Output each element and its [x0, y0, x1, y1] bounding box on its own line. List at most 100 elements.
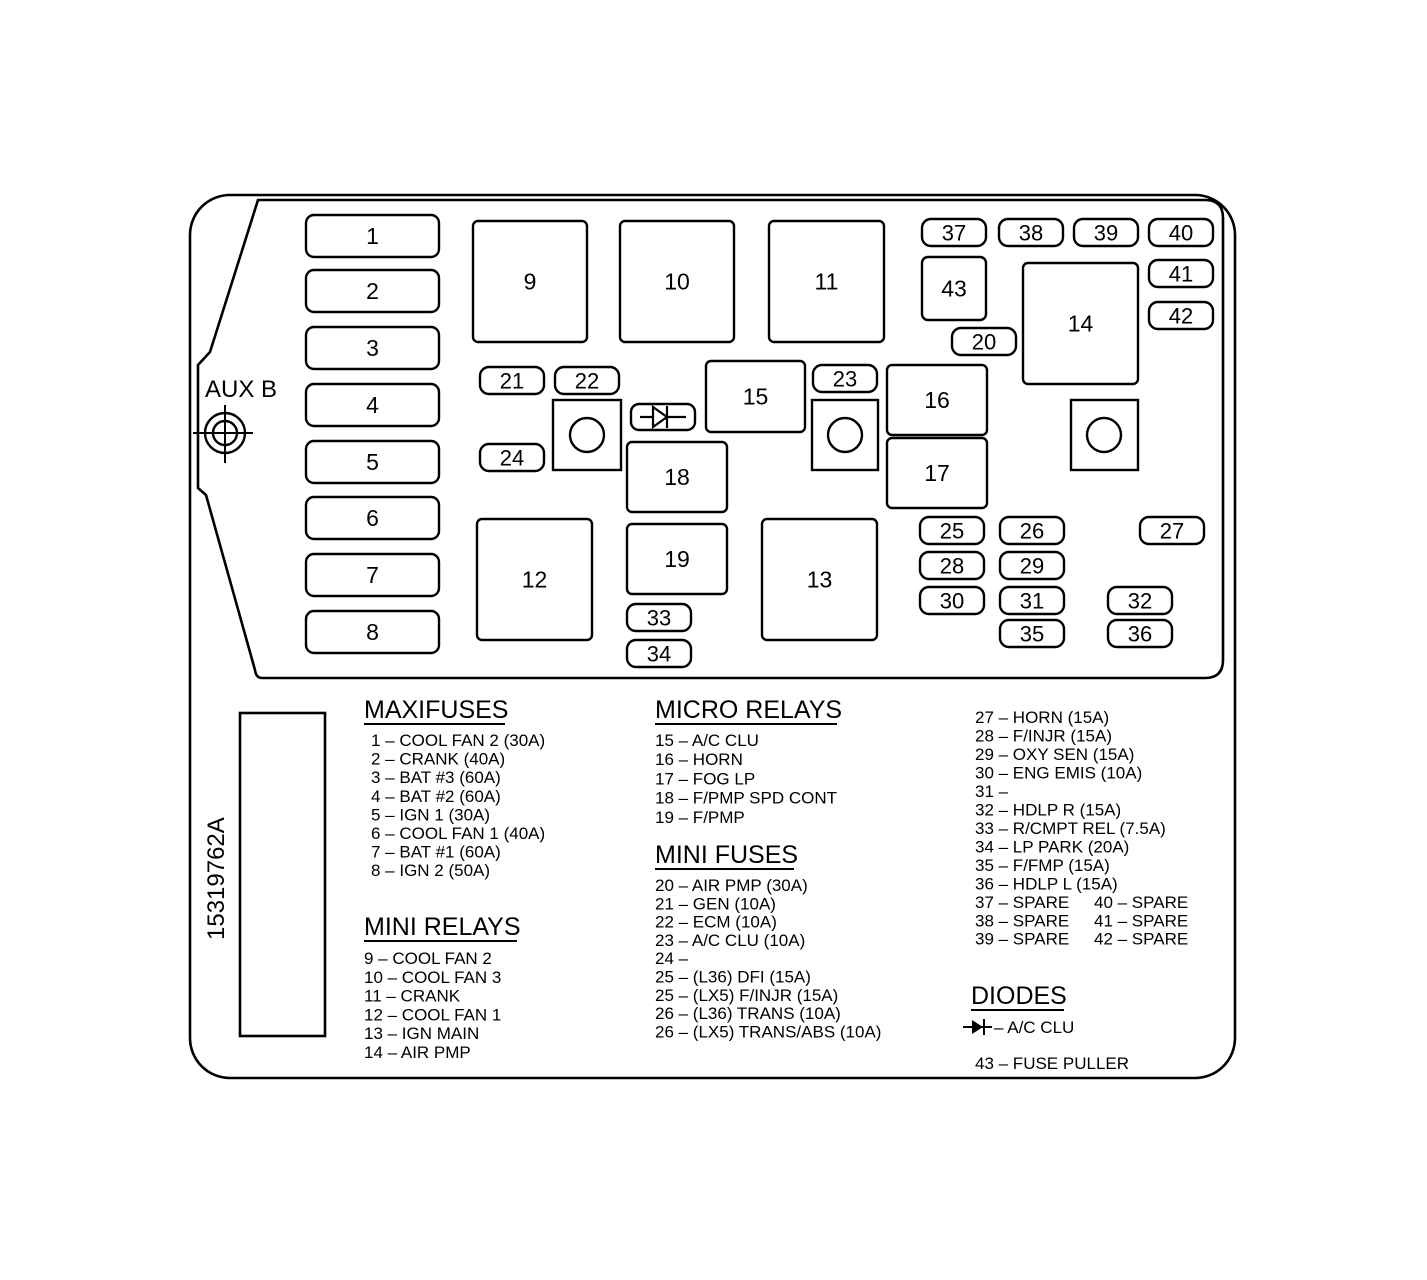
fuse-slot-body — [998, 585, 1066, 616]
fuse-slot-19: 19 — [625, 522, 729, 596]
fuse-slot-label: 31 — [1020, 589, 1044, 614]
fuse-slot-body — [918, 585, 986, 616]
fuse-slot-label: 13 — [807, 567, 833, 593]
fuse-slot-body — [1147, 258, 1215, 289]
mini-relays-heading: MINI RELAYS — [364, 913, 521, 941]
fuse-slot-41: 41 — [1147, 258, 1215, 289]
fuse-slot-label: 36 — [1128, 622, 1152, 647]
fuse-slot-3: 3 — [304, 325, 441, 371]
mini-relay-legend-item: 13 – IGN MAIN — [364, 1024, 479, 1043]
fuse-slot-body — [885, 363, 989, 437]
fuse-slot-25: 25 — [918, 515, 986, 546]
fuse-slot-body — [553, 365, 621, 396]
fuse-slot-body — [1138, 515, 1206, 546]
fuse-slot-body — [618, 219, 736, 344]
mini-fuse-legend-item: 30 – ENG EMIS (10A) — [975, 764, 1142, 783]
fuse-slot-6: 6 — [304, 495, 441, 541]
fuse-slot-body — [625, 602, 693, 633]
fuse-slot-body — [625, 638, 693, 669]
fuse-slot-label: 24 — [500, 446, 524, 471]
fuse-slot-label: 14 — [1068, 311, 1094, 337]
fuse-slot-label: 16 — [924, 387, 950, 413]
fuse-slot-body — [1147, 217, 1215, 248]
fuse-slot-body — [1021, 261, 1140, 386]
spare-legend-item: 39 – SPARE — [975, 930, 1069, 949]
fuse-slot-label: 43 — [941, 276, 967, 302]
fuse-slot-12: 12 — [475, 517, 594, 642]
legend-layer: 1 – COOL FAN 2 (30A)2 – CRANK (40A)3 – B… — [364, 708, 1188, 1062]
mini-fuse-legend-item: 28 – F/INJR (15A) — [975, 727, 1112, 746]
fuse-slot-body — [304, 268, 441, 314]
fuse-slot-body — [625, 522, 729, 596]
fuse-slot-5: 5 — [304, 439, 441, 485]
fuse-slot-label: 26 — [1020, 519, 1044, 544]
fuse-slot-8: 8 — [304, 609, 441, 655]
fuse-slot-23: 23 — [811, 363, 879, 394]
fuse-slot-label: 40 — [1169, 221, 1193, 246]
fuse-slot-label: 28 — [940, 554, 964, 579]
fuse-slot-body — [885, 436, 989, 510]
spare-legend-item: 42 – SPARE — [1094, 930, 1188, 949]
fuse-slot-label: 41 — [1169, 262, 1193, 287]
mini-fuse-legend-item: 24 – — [655, 949, 689, 968]
diode-icon — [629, 402, 697, 432]
fuse-slot-label: 9 — [524, 269, 537, 295]
housing-outline — [188, 193, 1237, 1080]
mini-fuse-legend-item: 25 – (LX5) F/INJR (15A) — [655, 986, 838, 1005]
mini-fuse-legend-item: 20 – AIR PMP (30A) — [655, 876, 808, 895]
fuse-slot-43: 43 — [920, 255, 988, 322]
mini-fuse-legend-item: 26 – (L36) TRANS (10A) — [655, 1004, 841, 1023]
fuse-slot-31: 31 — [998, 585, 1066, 616]
fuse-slot-body — [998, 618, 1066, 649]
fuse-slot-label: 25 — [940, 519, 964, 544]
fuse-slot-body — [1106, 618, 1174, 649]
mini-relay-legend-item: 9 – COOL FAN 2 — [364, 949, 492, 968]
relay-mounting-bosses — [551, 398, 1140, 472]
fuse-slot-label: 20 — [972, 330, 996, 355]
fuse-slot-27: 27 — [1138, 515, 1206, 546]
fuse-slot-label: 21 — [500, 369, 524, 394]
fuse-slot-body — [704, 359, 807, 434]
fuse-slot-label: 29 — [1020, 554, 1044, 579]
maxifuse-legend-item: 5 – IGN 1 (30A) — [371, 805, 490, 824]
fuse-slot-40: 40 — [1147, 217, 1215, 248]
mini-fuse-legend-item: 21 – GEN (10A) — [655, 894, 776, 913]
fuse-slot-38: 38 — [997, 217, 1065, 248]
fuse-slot-34: 34 — [625, 638, 693, 669]
fuse-slot-26: 26 — [998, 515, 1066, 546]
fuse-slot-18: 18 — [625, 440, 729, 514]
fuse-slot-body — [998, 550, 1066, 581]
fuse-slot-label: 10 — [664, 269, 690, 295]
diodes-heading: DIODES — [971, 982, 1067, 1010]
fuse-slot-label: 6 — [366, 505, 379, 531]
fuse-slot-label: 3 — [366, 335, 379, 361]
diode-legend-label: – A/C CLU — [994, 1018, 1074, 1037]
fuse-slot-24: 24 — [478, 442, 546, 473]
mini-fuse-legend-item: 25 – (L36) DFI (15A) — [655, 968, 811, 987]
fuse-slot-label: 22 — [575, 369, 599, 394]
maxifuse-legend-item: 7 – BAT #1 (60A) — [371, 843, 501, 862]
fuse-slot-label: 32 — [1128, 589, 1152, 614]
fuse-slot-17: 17 — [885, 436, 989, 510]
micro-relay-legend-item: 16 – HORN — [655, 750, 743, 769]
fuse-slot-body — [998, 515, 1066, 546]
mini-fuse-legend-item: 27 – HORN (15A) — [975, 708, 1109, 727]
mini-fuse-legend-item: 22 – ECM (10A) — [655, 913, 777, 932]
fuse-slot-13: 13 — [760, 517, 879, 642]
mini-fuse-legend-item: 35 – F/FMP (15A) — [975, 856, 1110, 875]
fuse-slot-label: 2 — [366, 278, 379, 304]
fuse-slot-label: 18 — [664, 464, 690, 490]
fuse-slot-body — [304, 213, 441, 259]
fuse-slot-body — [918, 515, 986, 546]
fuse-slot-21: 21 — [478, 365, 546, 396]
micro-relay-legend-item: 18 – F/PMP SPD CONT — [655, 789, 837, 808]
fuse-slot-label: 1 — [366, 223, 379, 249]
fuse-slot-body — [478, 442, 546, 473]
fuse-slot-14: 14 — [1021, 261, 1140, 386]
fuse-slot-body — [625, 440, 729, 514]
fuse-slot-33: 33 — [625, 602, 693, 633]
spare-legend-item: 41 – SPARE — [1094, 911, 1188, 930]
